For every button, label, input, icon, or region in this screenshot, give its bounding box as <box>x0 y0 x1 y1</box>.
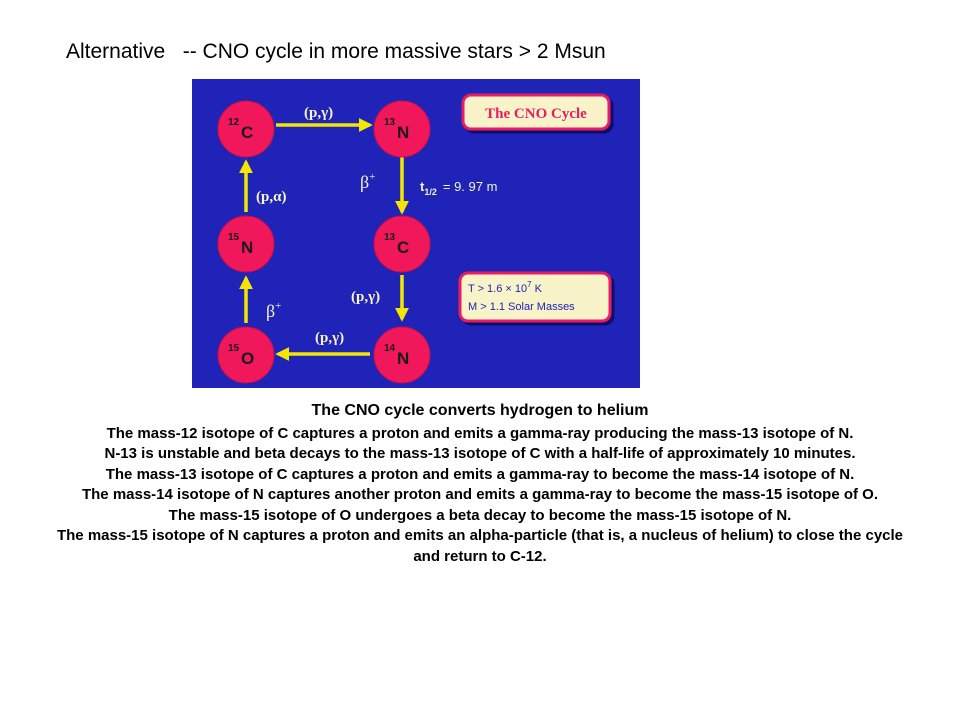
nucleus-n14-mass: 14 <box>384 343 396 354</box>
nucleus-n14-symbol: N <box>397 349 409 368</box>
reaction-label-c13-n14: (p,γ) <box>351 289 380 305</box>
cno-cycle-diagram: 12 C 13 N 13 C 14 N 15 O 15 N (p,γ <box>192 79 640 388</box>
nucleus-c13-mass: 13 <box>384 232 396 243</box>
condition-mass: M > 1.1 Solar Masses <box>468 301 575 313</box>
nucleus-c12-mass: 12 <box>228 117 240 128</box>
half-life-label: t1/2= 9. 97 m <box>420 179 497 197</box>
nucleus-n13-mass: 13 <box>384 117 396 128</box>
caption-line: The mass-14 isotope of N captures anothe… <box>81 486 879 503</box>
caption-line: The mass-13 isotope of C captures a prot… <box>105 465 855 483</box>
condition-temperature: T > 1.6 × 107 K <box>468 280 543 295</box>
caption-line: The mass-15 isotope of N captures a prot… <box>56 527 904 565</box>
nucleus-n15-mass: 15 <box>228 232 240 243</box>
nucleus-c12: 12 C <box>217 100 275 158</box>
cno-cycle-svg: 12 C 13 N 13 C 14 N 15 O 15 N (p,γ <box>217 93 612 384</box>
cno-title-box <box>461 93 611 131</box>
caption-line: N-13 is unstable and beta decays to the … <box>104 445 856 462</box>
nucleus-n15-symbol: N <box>241 238 253 257</box>
nucleus-o15: 15 O <box>217 326 275 384</box>
nucleus-o15-mass: 15 <box>228 343 240 354</box>
caption: The CNO cycle converts hydrogen to heliu… <box>56 401 904 567</box>
nucleus-n13: 13 N <box>373 100 431 158</box>
conditions-box <box>458 271 612 323</box>
nucleus-c13-symbol: C <box>397 238 409 257</box>
reaction-label-n14-o15: (p,γ) <box>315 330 344 346</box>
slide-title: Alternative -- CNO cycle in more massive… <box>66 40 606 63</box>
reaction-label-o15-n15: β+ <box>266 300 281 321</box>
reaction-label-n13-c13: β+ <box>360 171 375 192</box>
nucleus-o15-symbol: O <box>241 349 254 368</box>
caption-line: The mass-12 isotope of C captures a prot… <box>106 424 854 442</box>
nucleus-n13-symbol: N <box>397 123 409 142</box>
caption-heading: The CNO cycle converts hydrogen to heliu… <box>311 402 649 419</box>
nucleus-c13: 13 C <box>373 215 431 273</box>
cno-title-text: The CNO Cycle <box>485 106 587 122</box>
reaction-label-n15-c12: (p,α) <box>256 189 286 205</box>
nucleus-c12-symbol: C <box>241 123 253 142</box>
reaction-label-c12-n13: (p,γ) <box>304 105 333 121</box>
caption-line: The mass-15 isotope of O undergoes a bet… <box>168 506 792 524</box>
nucleus-n15: 15 N <box>217 215 275 273</box>
nucleus-n14: 14 N <box>373 326 431 384</box>
